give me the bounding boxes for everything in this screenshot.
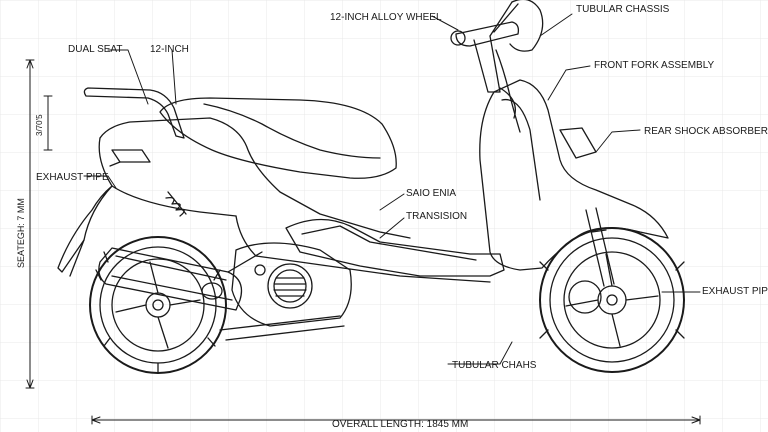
label-tubular-chassis-top: TUBULAR CHASSIS <box>576 4 670 15</box>
grab-rail <box>83 87 185 139</box>
label-seat-height: SEATEGH: 7 MM <box>16 198 26 268</box>
rear-shock <box>165 191 187 217</box>
scooter-drawing <box>25 0 701 425</box>
label-saio-enia: SAIO ENIA <box>406 188 456 199</box>
label-small-dimension: 3/70'5 <box>35 114 44 136</box>
rear-fender <box>57 185 113 277</box>
label-overall-length: OVERALL LENGTH: 1845 MM <box>332 419 468 430</box>
front-fork <box>585 207 615 287</box>
label-transision: TRANSISION <box>406 211 467 222</box>
label-12-inch: 12-INCH <box>150 44 189 55</box>
floorboard <box>235 215 505 283</box>
label-exhaust-pipe-left: EXHAUST PIPE <box>36 172 109 183</box>
label-rear-shock-absorber: REAR SHOCK ABSORBER <box>644 126 768 137</box>
label-exhaust-pipe-right: EXHAUST PIPE <box>702 286 768 297</box>
rear-wheel <box>89 236 227 374</box>
dimension-lines <box>25 59 701 425</box>
leader-lines <box>83 13 701 365</box>
label-tubular-chahs: TUBULAR CHAHS <box>452 360 537 371</box>
rear-body <box>98 117 411 239</box>
label-front-fork-assembly: FRONT FORK ASSEMBLY <box>594 60 715 71</box>
label-12-inch-alloy-wheel: 12-INCH ALLOY WHEEL <box>330 12 442 23</box>
exhaust-assembly <box>98 247 263 311</box>
label-dual-seat: DUAL SEAT <box>68 44 122 55</box>
dual-seat <box>159 97 397 179</box>
handlebar <box>450 0 544 133</box>
engine-cvt <box>219 242 352 341</box>
